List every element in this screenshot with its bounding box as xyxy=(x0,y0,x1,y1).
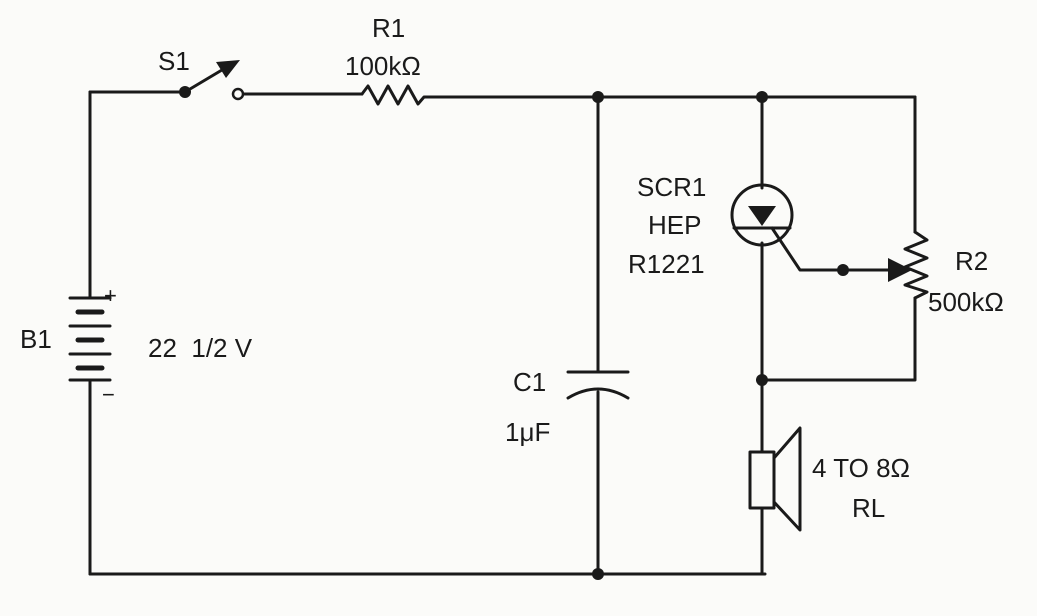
junction-dot xyxy=(756,91,768,103)
switch-s1: S1 xyxy=(158,46,245,101)
capacitor-plate-curved xyxy=(566,387,630,400)
scr-gate-lead xyxy=(770,226,897,272)
potentiometer-r2: R2 500kΩ xyxy=(903,230,1004,317)
resistor-r1: R1 100kΩ xyxy=(345,13,432,106)
speaker-cone xyxy=(772,426,802,532)
speaker-magnet-rect xyxy=(748,450,776,510)
capacitor-ref-label: C1 xyxy=(513,367,546,397)
resistor-r1-ref-label: R1 xyxy=(372,13,405,43)
resistor-r1-value-label: 100kΩ xyxy=(345,51,421,81)
speaker-rl: 4 TO 8Ω RL xyxy=(748,426,910,532)
wire-pot-bottom xyxy=(760,296,917,382)
speaker-value-label: 4 TO 8Ω xyxy=(812,453,910,483)
scr-type-label: HEP xyxy=(648,210,701,240)
battery-value-label: 22 1/2 V xyxy=(148,333,253,363)
battery-plus-sign: + xyxy=(104,283,117,308)
junction-dot xyxy=(592,568,604,580)
scr-part-label: R1221 xyxy=(628,249,705,279)
pot-value-label: 500kΩ xyxy=(928,287,1004,317)
speaker-ref-label: RL xyxy=(852,493,885,523)
scr-body-circle xyxy=(730,183,794,247)
junctions xyxy=(592,91,849,580)
switch-arrowhead xyxy=(216,60,240,78)
battery-b1: + − B1 22 1/2 V xyxy=(20,283,253,407)
pot-wiper-arrowhead xyxy=(888,258,912,282)
capacitor-value-label: 1μF xyxy=(505,417,550,447)
junction-dot xyxy=(592,91,604,103)
resistor-r1-zigzag xyxy=(360,84,432,106)
pot-ref-label: R2 xyxy=(955,246,988,276)
junction-dot xyxy=(756,374,768,386)
pot-zigzag xyxy=(903,230,929,300)
capacitor-c1: C1 1μF xyxy=(505,367,630,447)
battery-minus-sign: − xyxy=(102,382,115,407)
battery-ref-label: B1 xyxy=(20,324,52,354)
scr-diode-triangle xyxy=(748,206,776,226)
scr-scr1: SCR1 HEP R1221 xyxy=(628,172,912,282)
switch-ref-label: S1 xyxy=(158,46,190,76)
wires xyxy=(88,90,917,576)
scr-ref-label: SCR1 xyxy=(637,172,706,202)
switch-contact-open xyxy=(231,87,245,101)
